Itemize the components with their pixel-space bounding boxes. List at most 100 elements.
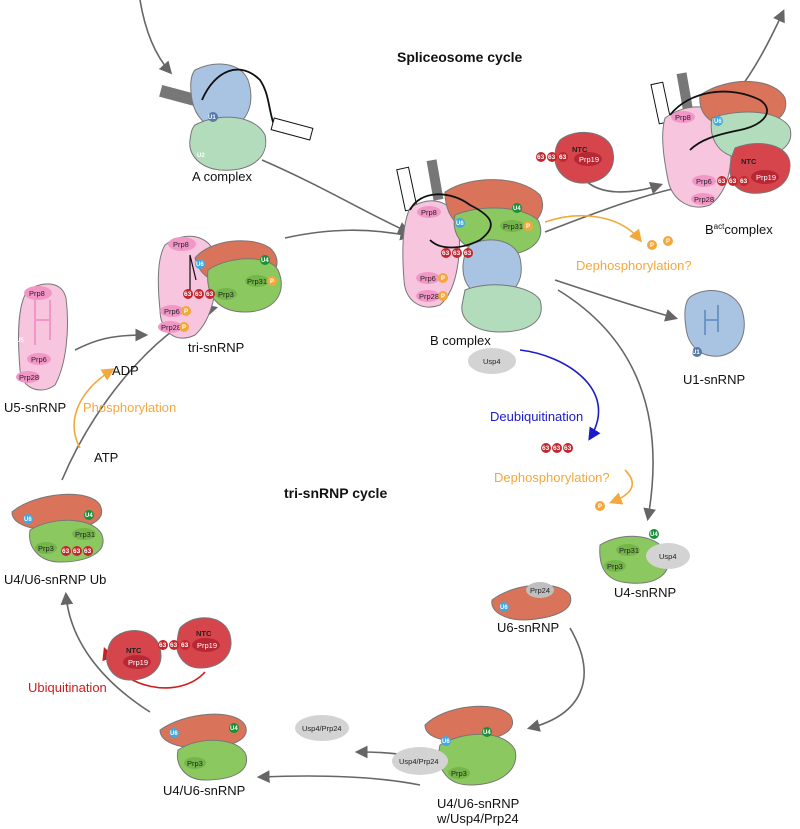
svg-text:P: P: [441, 276, 445, 282]
tri-snrnp-cycle-title: tri-snRNP cycle: [284, 485, 387, 501]
svg-text:Prp19: Prp19: [579, 155, 599, 164]
svg-text:U4: U4: [230, 726, 238, 732]
svg-text:U5: U5: [16, 338, 24, 344]
svg-text:U1: U1: [692, 350, 700, 356]
svg-text:P: P: [650, 243, 654, 249]
exon-gray: [159, 85, 201, 107]
tri-snrnp-label: tri-snRNP: [188, 340, 244, 355]
u1-snrnp-label: U1-snRNP: [683, 372, 745, 387]
prp8: [168, 237, 196, 251]
dephos-mid-label: Dephosphorylation?: [494, 470, 610, 485]
u4-snrnp: U4 Prp31 Prp3 Usp4 U4-snRNP: [599, 529, 690, 600]
svg-text:U4: U4: [261, 258, 269, 264]
svg-text:Prp31: Prp31: [75, 530, 95, 539]
u5-snrnp: Prp8 Prp6 Prp28 U5 U5-snRNP: [4, 283, 68, 415]
dephos-top-group: P P Dephosphorylation?: [576, 236, 692, 273]
svg-text:U4: U4: [650, 532, 658, 538]
svg-text:63: 63: [184, 291, 192, 298]
svg-text:NTC: NTC: [572, 145, 588, 154]
svg-text:63: 63: [559, 154, 567, 161]
svg-text:P: P: [184, 309, 188, 315]
svg-text:Prp31: Prp31: [247, 277, 267, 286]
arrow-tri-to-b: [284, 227, 414, 241]
phosphorylation-label: Phosphorylation: [83, 400, 176, 415]
svg-text:P: P: [598, 504, 602, 510]
svg-text:Prp6: Prp6: [696, 177, 712, 186]
svg-text:NTC: NTC: [196, 629, 212, 638]
u4u6-ub-label: U4/U6-snRNP Ub: [4, 572, 106, 587]
svg-text:Prp19: Prp19: [756, 173, 776, 182]
svg-text:P: P: [270, 279, 274, 285]
arrow-b-to-u1: [554, 279, 679, 322]
dephos-top-label: Dephosphorylation?: [576, 258, 692, 273]
svg-text:63: 63: [206, 291, 214, 298]
svg-text:Prp28: Prp28: [419, 292, 439, 301]
pre-mrna-loop: [201, 68, 276, 129]
svg-text:U4: U4: [483, 730, 491, 736]
svg-text:Prp6: Prp6: [164, 307, 180, 316]
svg-text:Prp31: Prp31: [619, 546, 639, 555]
svg-text:Usp4/Prp24: Usp4/Prp24: [302, 724, 342, 733]
svg-text:U6: U6: [196, 262, 204, 268]
svg-text:63: 63: [84, 548, 92, 555]
u4u6-usp-prp24: U6 U4 Prp3 Usp4/Prp24 U4/U6-snRNP w/Usp4…: [392, 705, 519, 826]
svg-text:U6: U6: [456, 221, 464, 227]
arrow-a-to-b: [261, 159, 411, 234]
svg-text:63: 63: [195, 291, 203, 298]
svg-text:Prp3: Prp3: [218, 290, 234, 299]
u4u6-usp-label-line1: U4/U6-snRNP: [437, 796, 519, 811]
arrow-dephos-mid: [609, 469, 634, 505]
b-complex: Prp8 U6 U4 Prp31 P 63 63 63 Prp6 P Prp28…: [396, 159, 543, 348]
arrow-into-a-complex: [139, 0, 173, 75]
svg-text:U6: U6: [24, 517, 32, 523]
tri-snrnp: Prp8 U6 U4 Prp31 P Prp3 63 63 63 Prp6 P …: [157, 235, 282, 355]
svg-text:U4: U4: [513, 206, 521, 212]
arrow-u4u6-to-ub: [60, 591, 151, 713]
arrow-u5-to-tri: [74, 328, 149, 351]
svg-text:63: 63: [73, 548, 81, 555]
prp31: [245, 275, 269, 287]
svg-text:U2: U2: [197, 153, 205, 159]
svg-text:Prp3: Prp3: [187, 759, 203, 768]
svg-text:63: 63: [464, 250, 472, 257]
svg-text:Prp6: Prp6: [420, 274, 436, 283]
arrow-u6-to-u4u6usp: [526, 627, 585, 732]
arrow-deubiquitination: [519, 349, 601, 441]
svg-text:63: 63: [159, 642, 167, 649]
svg-text:63: 63: [170, 642, 178, 649]
prp3: [215, 288, 237, 300]
svg-text:U1: U1: [208, 115, 216, 121]
u4u6-usp-label-line2: w/Usp4/Prp24: [436, 811, 519, 826]
arrow-ntc-to-bact: [584, 179, 664, 195]
svg-text:Prp31: Prp31: [503, 222, 523, 231]
svg-text:Prp28: Prp28: [694, 195, 714, 204]
svg-text:U6: U6: [714, 119, 722, 125]
svg-text:Prp28: Prp28: [19, 373, 39, 382]
svg-text:Prp3: Prp3: [451, 769, 467, 778]
svg-text:Prp3: Prp3: [607, 562, 623, 571]
svg-text:Prp8: Prp8: [421, 208, 437, 217]
u6-snrnp-label: U6-snRNP: [497, 620, 559, 635]
u1-tag: [208, 112, 218, 122]
svg-text:Prp8: Prp8: [173, 240, 189, 249]
svg-text:NTC: NTC: [741, 157, 757, 166]
svg-text:63: 63: [553, 445, 561, 452]
ntc-free: NTC Prp19 63 63 63: [536, 131, 614, 184]
svg-text:63: 63: [537, 154, 545, 161]
svg-text:63: 63: [542, 445, 550, 452]
exon-open: [270, 117, 314, 141]
adp-label: ADP: [112, 363, 139, 378]
atp-label: ATP: [94, 450, 118, 465]
svg-text:U6: U6: [442, 739, 450, 745]
svg-text:Prp28: Prp28: [161, 323, 181, 332]
arrow-b-to-u4: [557, 289, 656, 522]
svg-text:P: P: [526, 224, 530, 230]
a-complex-label: A complex: [192, 169, 252, 184]
released-ub: 63 63 63: [541, 443, 573, 453]
svg-text:Prp8: Prp8: [29, 289, 45, 298]
arrow-u4u6usp-to-u4u6: [256, 770, 421, 786]
u5-snrnp-label: U5-snRNP: [4, 400, 66, 415]
svg-text:Prp24: Prp24: [530, 586, 550, 595]
svg-text:Prp6: Prp6: [31, 355, 47, 364]
svg-text:63: 63: [729, 178, 737, 185]
